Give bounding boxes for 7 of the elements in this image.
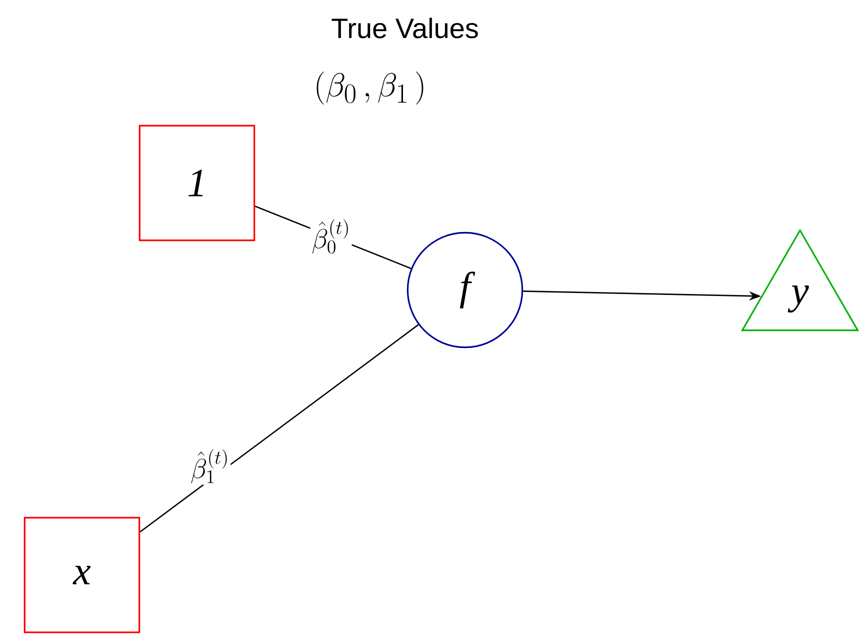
edge-label: $\hat{\beta}_1^{(t)}$ xyxy=(189,448,231,485)
input-box: 1 xyxy=(138,124,256,242)
input-box: x xyxy=(24,516,140,634)
edge-label: $\hat{\beta}_0^{(t)}$ xyxy=(310,218,352,255)
connector xyxy=(140,324,419,532)
formula-label: $(\beta_0\,,\beta_1\,)$ xyxy=(316,71,424,105)
title: True Values xyxy=(332,18,478,38)
